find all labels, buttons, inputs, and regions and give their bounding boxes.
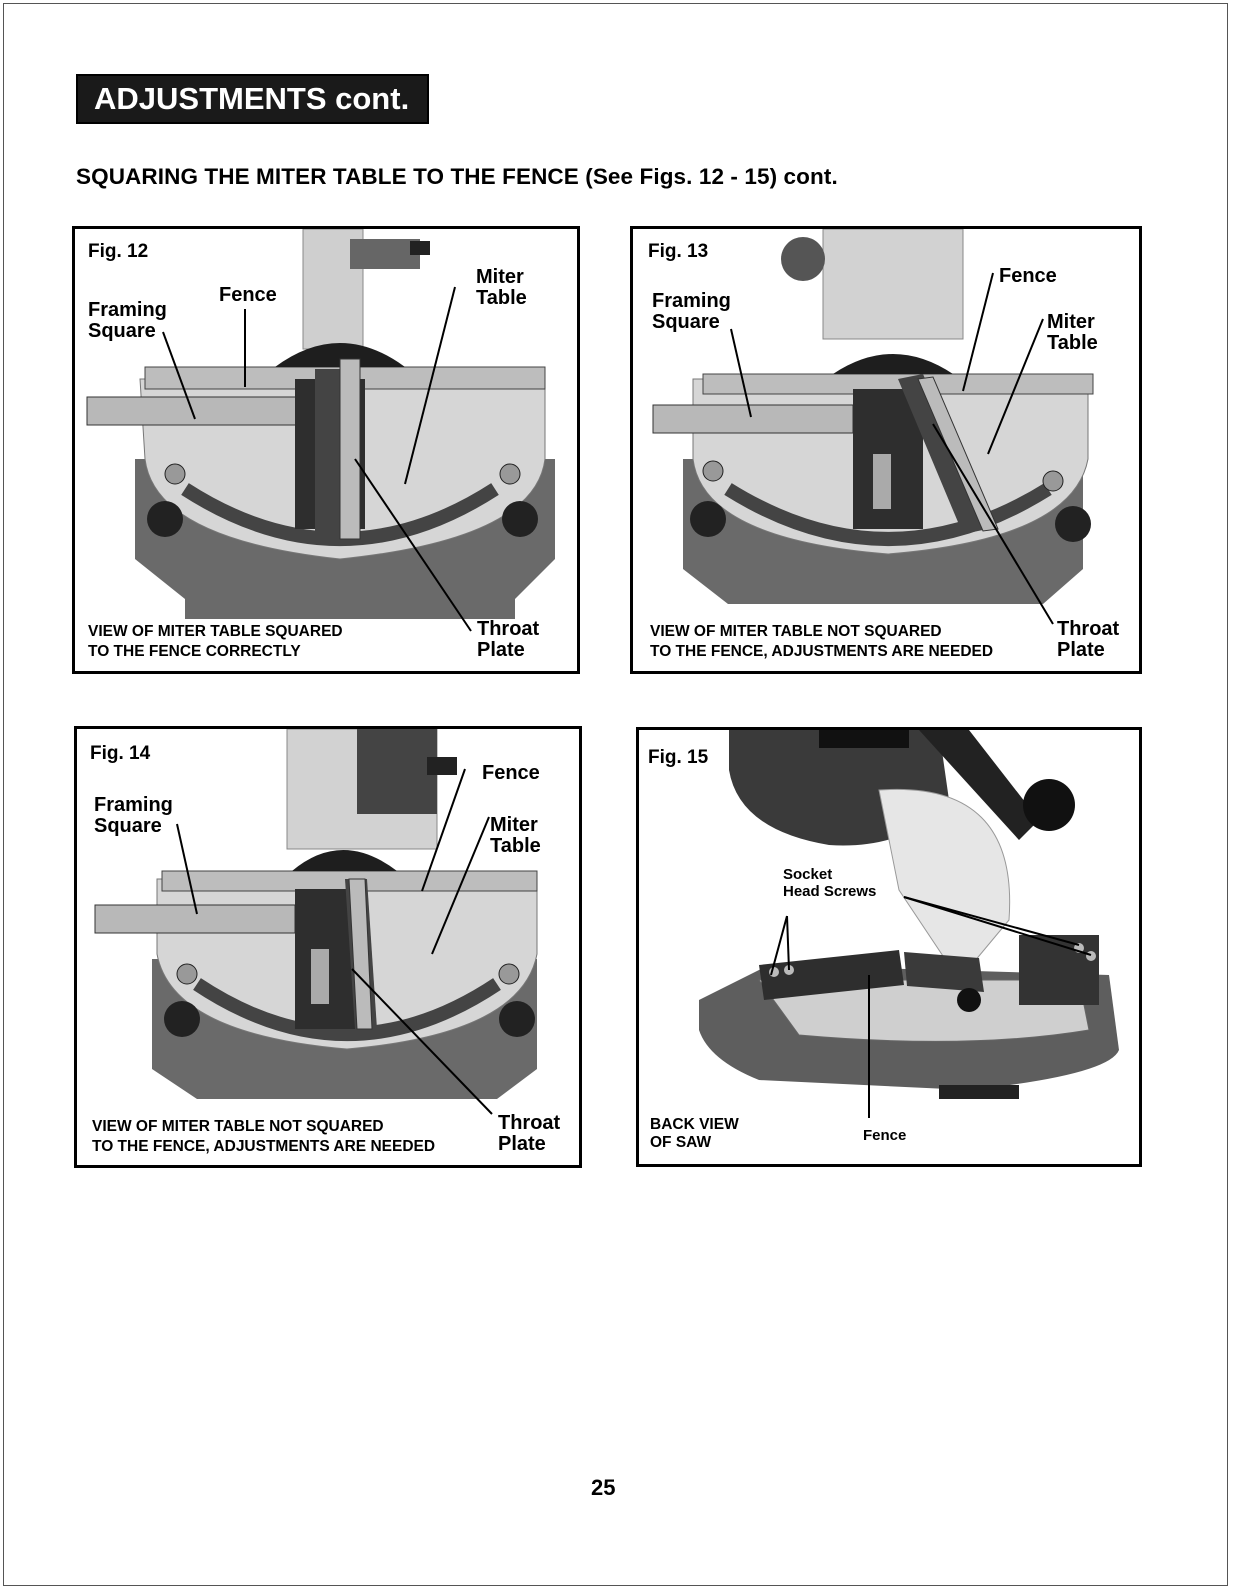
figure-13-caption-line-1: VIEW OF MITER TABLE NOT SQUARED xyxy=(650,623,942,640)
figure-14-callout-miter: Miter xyxy=(490,814,538,836)
figure-12-callout-throat-plate: Throat Plate xyxy=(477,619,539,661)
figure-14-caption: VIEW OF MITER TABLE NOT SQUARED TO THE F… xyxy=(92,1117,435,1157)
figure-14-callout-square: Square xyxy=(94,815,162,837)
page-border xyxy=(3,3,1228,1586)
figure-15-callout-head-screws: Head Screws xyxy=(783,883,877,900)
figure-15: Fig. 15 Socket Head Screws Fence BACK VI… xyxy=(636,727,1142,1167)
figure-12-callout-fence: Fence xyxy=(219,284,277,306)
figure-13: Fig. 13 Framing Square Fence Miter Table… xyxy=(630,226,1142,674)
figure-13-label: Fig. 13 xyxy=(648,241,709,262)
figure-13-caption: VIEW OF MITER TABLE NOT SQUARED TO THE F… xyxy=(650,622,993,662)
figure-13-callout-throat: Throat xyxy=(1057,618,1120,640)
figure-14-caption-line-2: TO THE FENCE, ADJUSTMENTS ARE NEEDED xyxy=(92,1138,436,1155)
figure-13-illustration xyxy=(652,229,1094,625)
figure-14-label: Fig. 14 xyxy=(90,743,151,764)
figure-14-callout-plate: Plate xyxy=(498,1133,546,1155)
figure-15-illustration xyxy=(699,730,1119,1118)
figure-13-callout-miter-table: Miter Table xyxy=(1047,312,1098,354)
figure-13-callout-framing-square: Framing Square xyxy=(652,291,731,333)
figure-15-caption-line-1: BACK VIEW xyxy=(650,1116,739,1133)
figure-15-callout-socket: Socket xyxy=(783,866,833,883)
figure-14: Fig. 14 Framing Square Fence Miter Table… xyxy=(74,726,582,1168)
figure-15-caption-line-2: OF SAW xyxy=(650,1134,712,1151)
figure-12-label: Fig. 12 xyxy=(88,241,149,262)
figure-13-callout-plate: Plate xyxy=(1057,639,1105,661)
figure-15-callout-fence: Fence xyxy=(863,1127,907,1144)
figure-15-caption: BACK VIEW OF SAW xyxy=(650,1116,739,1152)
figure-14-callout-miter-table: Miter Table xyxy=(490,815,541,857)
figure-14-callout-fence: Fence xyxy=(482,762,540,784)
figure-12-callout-plate: Plate xyxy=(477,639,525,661)
figure-14-callout-framing-square: Framing Square xyxy=(94,795,173,837)
figure-13-callout-table: Table xyxy=(1047,332,1098,354)
figure-12-callout-throat: Throat xyxy=(477,618,540,640)
figure-14-illustration xyxy=(94,729,538,1115)
figure-12-callout-table: Table xyxy=(476,287,527,309)
figure-12-illustration xyxy=(86,229,555,632)
figure-12-caption-line-1: VIEW OF MITER TABLE SQUARED xyxy=(88,623,343,640)
figure-12-callout-miter: Miter xyxy=(476,266,524,288)
figure-12-callout-square: Square xyxy=(88,320,156,342)
figure-13-callout-throat-plate: Throat Plate xyxy=(1057,619,1119,661)
figure-12-callout-framing-square: Framing Square xyxy=(88,300,167,342)
figure-15-callout-socket-head-screws: Socket Head Screws xyxy=(783,866,876,900)
figure-12-callout-miter-table: Miter Table xyxy=(476,267,527,309)
page-subtitle: SQUARING THE MITER TABLE TO THE FENCE (S… xyxy=(76,164,838,189)
figure-13-callout-miter: Miter xyxy=(1047,311,1095,333)
figure-13-callout-square: Square xyxy=(652,311,720,333)
figure-14-callout-throat: Throat xyxy=(498,1112,561,1134)
figure-13-callout-fence: Fence xyxy=(999,265,1057,287)
section-banner: ADJUSTMENTS cont. xyxy=(76,74,430,124)
figure-12: Fig. 12 Framing Square Fence Miter Table… xyxy=(72,226,580,674)
figure-14-callout-table: Table xyxy=(490,835,541,857)
figure-15-label: Fig. 15 xyxy=(648,747,709,768)
figure-13-caption-line-2: TO THE FENCE, ADJUSTMENTS ARE NEEDED xyxy=(650,643,994,660)
figure-14-caption-line-1: VIEW OF MITER TABLE NOT SQUARED xyxy=(92,1118,384,1135)
figure-13-callout-framing: Framing xyxy=(652,290,731,312)
figure-12-caption: VIEW OF MITER TABLE SQUARED TO THE FENCE… xyxy=(88,622,343,662)
page-number: 25 xyxy=(591,1475,616,1500)
figure-14-callout-framing: Framing xyxy=(94,794,173,816)
figure-12-callout-framing: Framing xyxy=(88,299,167,321)
figure-12-caption-line-2: TO THE FENCE CORRECTLY xyxy=(88,643,301,660)
figure-14-callout-throat-plate: Throat Plate xyxy=(498,1113,560,1155)
